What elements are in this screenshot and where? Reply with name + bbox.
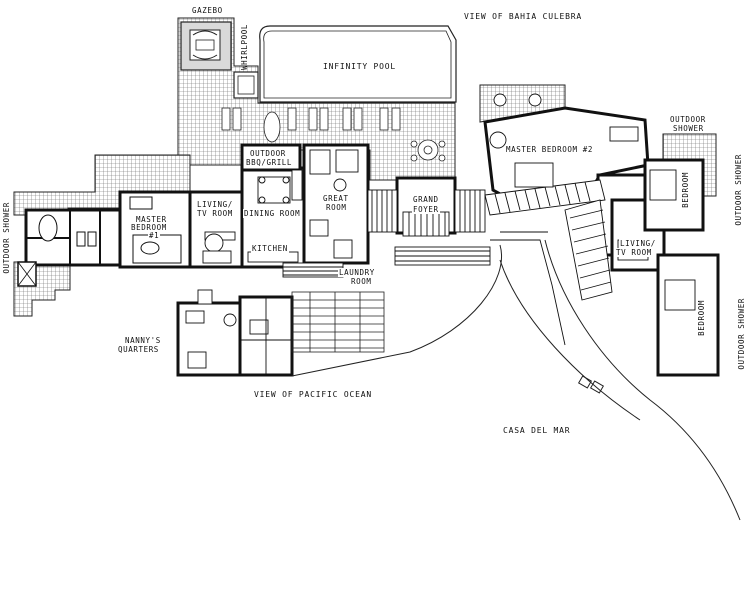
driveway	[291, 239, 741, 521]
living-tv-left-label-2: TV ROOM	[196, 209, 234, 218]
right-wing-stairs	[484, 179, 613, 301]
laundry-label-1: LAUNDRY	[338, 268, 376, 277]
grand-foyer-label-1: GRAND	[412, 195, 440, 204]
outdoor-shower-right-top-label: OUTDOOR SHOWER	[734, 154, 743, 226]
kitchen-label: KITCHEN	[251, 244, 289, 253]
master-bedroom-1-label-a: MASTER	[135, 215, 168, 224]
view-pacific-label: VIEW OF PACIFIC OCEAN	[254, 390, 372, 399]
laundry-label-2: ROOM	[350, 277, 373, 286]
terrace-tiles	[13, 17, 717, 317]
master-bedroom-2-label: MASTER BEDROOM #2	[505, 145, 594, 154]
outdoor-shower-right-bottom-label: OUTDOOR SHOWER	[737, 298, 746, 370]
living-tv-right-label-2: TV ROOM	[615, 248, 653, 257]
outdoor-bbq-label-2: BBQ/GRILL	[245, 158, 294, 167]
whirlpool-label: WHIRLPOOL	[240, 24, 249, 71]
nannys-quarters-label-1: NANNY'S	[125, 336, 161, 345]
gazebo-label: GAZEBO	[192, 6, 223, 15]
great-room-label-1: GREAT	[322, 194, 350, 203]
living-tv-left-label-1: LIVING/	[196, 200, 234, 209]
pool-loungers	[221, 107, 446, 162]
outdoor-shower-left-label: OUTDOOR SHOWER	[2, 202, 11, 274]
casa-del-mar-label: CASA DEL MAR	[503, 426, 571, 435]
infinity-pool-label: INFINITY POOL	[323, 62, 397, 71]
central-furniture	[202, 149, 359, 264]
nannys-quarters-details	[185, 289, 292, 375]
whirlpool	[233, 71, 259, 99]
living-tv-right-label-1: LIVING/	[619, 239, 657, 248]
nannys-quarters-label-2: QUARTERS	[118, 345, 159, 354]
grand-foyer-label-2: FOYER	[412, 205, 440, 214]
master-bedroom-1-label-b: BEDROOM	[130, 223, 168, 232]
view-bahia-label: VIEW OF BAHIA CULEBRA	[464, 12, 582, 21]
bedroom-right-top-label: BEDROOM	[680, 172, 691, 208]
outdoor-shower-top-label-2: SHOWER	[673, 124, 704, 133]
infinity-pool	[259, 25, 457, 103]
left-wing-details	[17, 196, 182, 287]
great-room-label-2: ROOM	[325, 203, 348, 212]
pergola	[291, 291, 385, 353]
dining-room-label: DINING ROOM	[243, 209, 302, 218]
master-bedroom-1-label-c: #1	[148, 231, 161, 240]
bedroom-right-bottom-label: BEDROOM	[696, 300, 707, 336]
outdoor-shower-top-label-1: OUTDOOR	[670, 115, 706, 124]
gazebo	[180, 21, 232, 71]
outdoor-bbq-label-1: OUTDOOR	[249, 149, 287, 158]
entry-steps	[282, 231, 566, 346]
